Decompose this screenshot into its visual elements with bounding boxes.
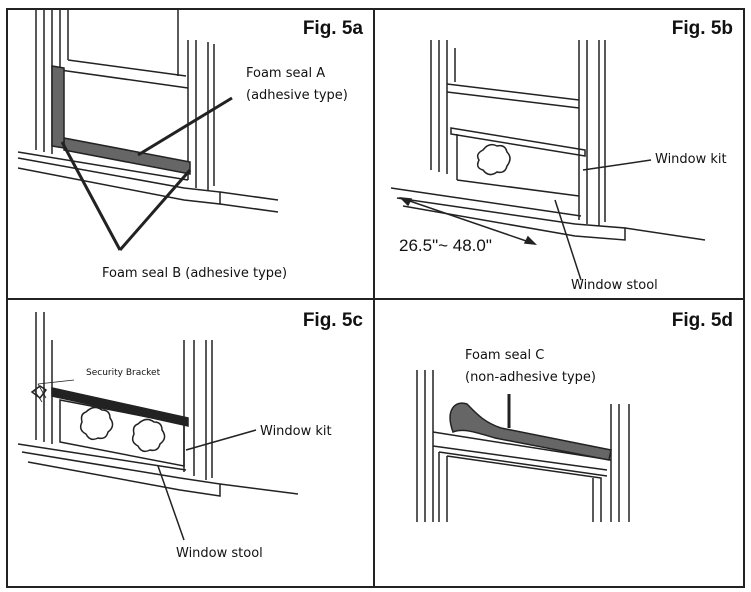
vent-opening-icon [81, 407, 113, 439]
foam-seal-c-label: Foam seal C [465, 348, 545, 363]
window-kit-label: Window kit [655, 152, 727, 167]
security-bracket-hatch [34, 390, 42, 402]
sill-line [18, 444, 186, 470]
foam-seal-a-label: Foam seal A [246, 66, 326, 81]
leader-seal-a [138, 98, 232, 155]
fig-5d-title: Fig. 5d [671, 310, 733, 331]
sash-bar [52, 388, 188, 426]
fig-5d-drawing [375, 300, 743, 586]
panel-fig-5c: Fig. 5c Security Bracket Window kit Wind… [6, 298, 375, 588]
wall-line [625, 228, 705, 240]
sash-line [60, 70, 188, 88]
foam-seal-a [64, 138, 190, 174]
sash-line [433, 446, 607, 470]
fig-5c-drawing [8, 300, 373, 586]
sash-line [68, 60, 186, 76]
fig-5b-title: Fig. 5b [671, 18, 733, 39]
dimension-label: 26.5"~ 48.0" [399, 236, 492, 255]
fig-5a-drawing [8, 10, 373, 298]
panel-fig-5b: Fig. 5b Window kit 26.5"~ 48.0" Window s… [373, 8, 745, 300]
panel-fig-5d: Fig. 5d Foam seal C (non-adhesive type) [373, 298, 745, 588]
window-kit-label: Window kit [260, 424, 332, 439]
stool-edge [403, 206, 625, 240]
foam-seal-c-type-label: (non-adhesive type) [465, 370, 596, 385]
stool-edge [28, 462, 220, 496]
vent-opening-icon [133, 419, 165, 451]
leader-seal-b-right [120, 170, 190, 250]
leader-window-stool [555, 200, 581, 280]
sill-line [18, 152, 188, 180]
fig-5a-title: Fig. 5a [302, 18, 363, 39]
leader-window-stool [158, 466, 184, 540]
sill-line [18, 158, 184, 188]
window-kit-top [451, 128, 585, 156]
fig-5c-title: Fig. 5c [302, 310, 363, 331]
dimension-line [401, 198, 535, 244]
foam-seal-a-type-label: (adhesive type) [246, 88, 348, 103]
wall-line [220, 192, 278, 200]
wall-line [220, 204, 278, 212]
panel-fig-5a: Fig. 5a Foam seal A (adhesive type) Foam… [6, 8, 375, 300]
window-stool-label: Window stool [176, 546, 263, 561]
foam-seal-b [52, 66, 64, 148]
vent-opening-icon [478, 145, 510, 175]
dimension-arrow-right-icon [525, 237, 535, 244]
sill-line [22, 452, 180, 478]
security-bracket-label: Security Bracket [86, 368, 161, 378]
sash-line [447, 92, 579, 108]
foam-seal-c [450, 403, 611, 460]
leader-security-bracket [38, 380, 74, 384]
sill-line [397, 198, 575, 224]
leader-window-kit [583, 160, 651, 170]
lower-frame-line [439, 452, 607, 476]
lower-frame-line [447, 456, 601, 522]
sash-line [447, 84, 579, 100]
window-kit-line [457, 180, 579, 196]
wall-line [220, 484, 298, 494]
security-bracket-hatch [38, 384, 46, 398]
fig-5b-drawing [375, 10, 743, 298]
leader-window-kit [186, 430, 256, 450]
foam-seal-b-label: Foam seal B (adhesive type) [102, 266, 288, 281]
dimension-arrow-left-icon [401, 198, 411, 205]
sill-line [391, 188, 581, 216]
security-bracket-icon [32, 386, 46, 398]
leader-seal-b-left [62, 142, 120, 250]
window-stool-label: Window stool [571, 278, 658, 293]
